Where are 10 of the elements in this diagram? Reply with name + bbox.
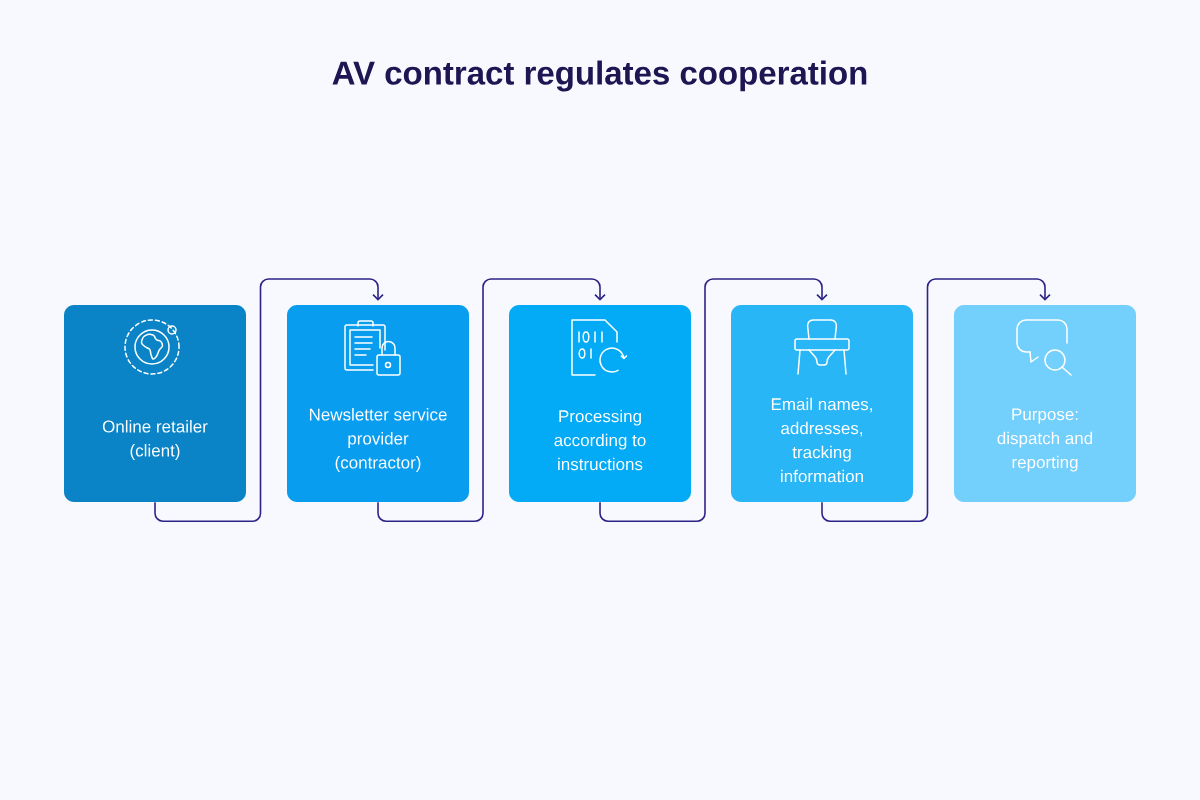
step-box: Newsletter service provider (contractor) [287,305,469,502]
connector-arrow [821,278,1051,522]
title: AV contract regulates cooperation [332,60,867,92]
step-box: Processing according to instructions [509,305,691,502]
connector-arrow [599,278,828,522]
connector-arrow [154,278,384,522]
connector-arrow [377,278,606,522]
step-box: Purpose: dispatch and reporting [954,305,1136,502]
step-box: Email names, addresses, tracking information [731,305,913,502]
step-box: Online retailer (client) [64,305,246,502]
